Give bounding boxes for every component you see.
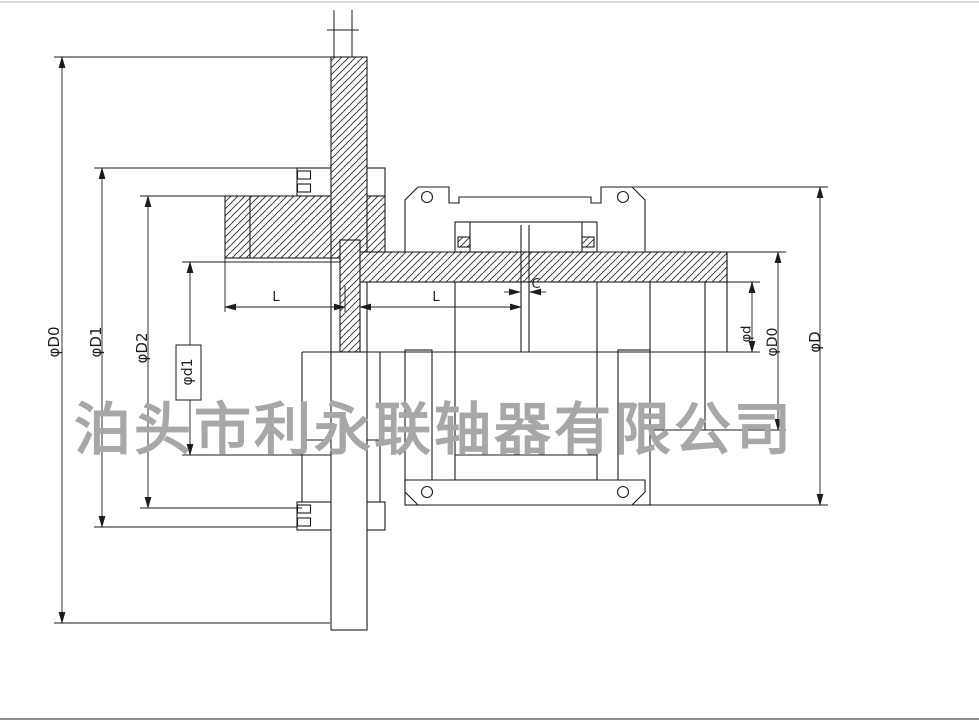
label-length-left: L — [272, 290, 280, 305]
bolt-hole-bottom-left — [420, 485, 434, 499]
dim-ext-lines — [94, 167, 297, 528]
label-left-third: φD2 — [133, 333, 151, 364]
dim-right-second-D0 — [650, 251, 786, 431]
center-body — [454, 281, 598, 481]
dim-ext-lines — [224, 258, 346, 312]
label-length-mid: L — [432, 290, 440, 305]
disc-section-hatched — [330, 56, 368, 259]
inner-bolt-right — [581, 236, 595, 248]
left-flange-assembly — [224, 10, 386, 352]
label-gap-center: C — [531, 277, 540, 292]
dim-ext-lines — [54, 56, 331, 624]
dim-left-second-D1 — [94, 167, 297, 528]
bolt-hole-top-right — [616, 190, 630, 204]
housing-body — [404, 252, 728, 506]
dim-ext-lines — [140, 195, 302, 509]
dim-left-inner-d1 — [175, 261, 340, 456]
label-left-second: φD1 — [87, 327, 105, 358]
dim-length-left-L — [224, 258, 346, 312]
right-end-cap-lines — [649, 252, 728, 431]
bolt-hole-bottom-right — [616, 485, 630, 499]
side-plate-right — [617, 349, 651, 506]
bolt-hole-top-left — [420, 190, 434, 204]
dim-label-box — [175, 344, 202, 401]
bottom-bracket-outline — [404, 479, 646, 506]
lower-shaft — [330, 351, 368, 631]
center-gap-lines — [520, 225, 530, 352]
dim-right-outer-D — [633, 186, 828, 506]
label-right-second: φD0 — [765, 328, 781, 357]
inner-bolt-left — [457, 236, 471, 248]
part-geometry — [224, 10, 728, 631]
inner-shaft-hatched — [339, 239, 361, 353]
dim-ext-lines — [633, 186, 828, 506]
inner-cover-plate — [454, 221, 598, 253]
label-left-inner-boxed: φd1 — [180, 358, 196, 385]
dim-left-third-D2 — [140, 195, 302, 509]
dim-left-outer-D0 — [54, 56, 331, 624]
label-right-outer: φD — [806, 331, 824, 352]
dim-ext-lines — [182, 261, 340, 456]
shaft-top-stem — [327, 10, 359, 57]
flange-bolt-lower — [296, 183, 312, 193]
housing-top-bracket — [404, 186, 646, 253]
flange-bolt-upper — [296, 170, 312, 180]
dimension-labels: φD0 φD1 φD2 φd1 φd φD0 φD L L C — [45, 277, 824, 386]
side-plate-left — [404, 349, 433, 506]
label-left-outer: φD0 — [45, 327, 63, 358]
dimensions — [54, 56, 828, 624]
dim-right-inner-d — [705, 281, 760, 353]
left-drum-assembly — [296, 351, 386, 631]
lower-flange-bolt-lower — [296, 517, 312, 527]
label-right-inner: φd — [740, 326, 755, 343]
lower-flange-bolt-upper — [296, 504, 312, 514]
